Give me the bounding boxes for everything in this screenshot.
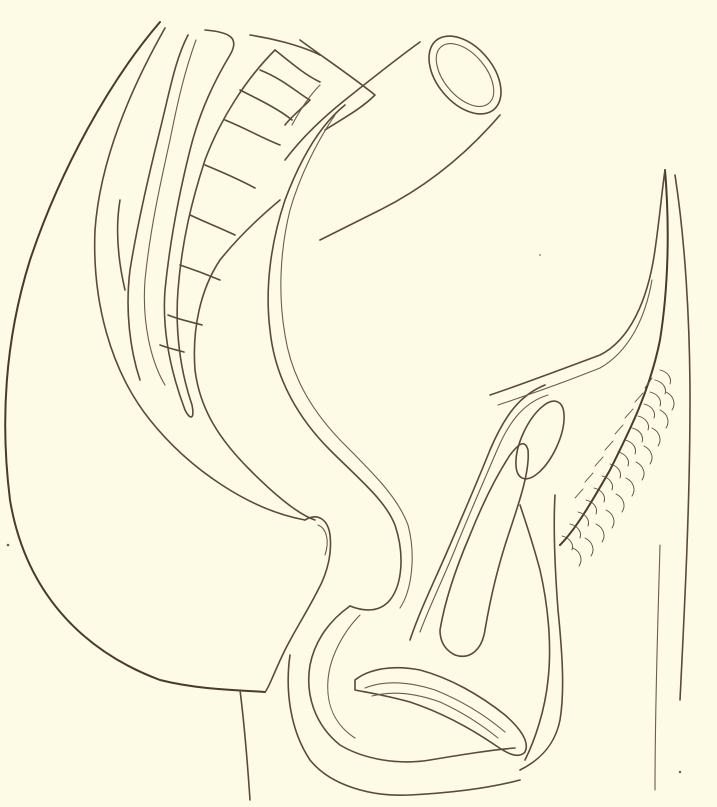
uterus bbox=[355, 668, 526, 756]
anal-region bbox=[265, 517, 331, 692]
rectum bbox=[194, 85, 412, 610]
outer-body-contour bbox=[5, 22, 305, 800]
vertebral-column bbox=[118, 30, 375, 417]
paper-specks bbox=[7, 254, 682, 773]
pubic-hair bbox=[562, 370, 674, 566]
anterior-wall bbox=[490, 170, 690, 790]
